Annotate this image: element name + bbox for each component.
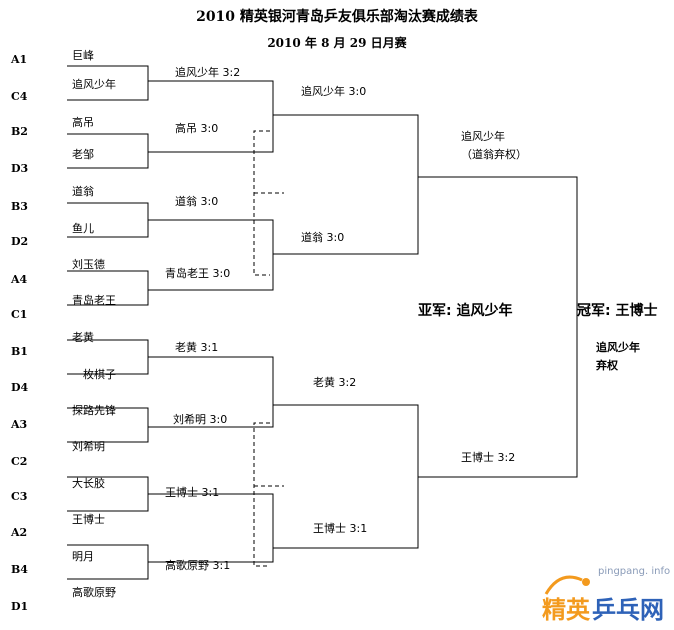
- player-name: 探路先锋: [72, 404, 116, 417]
- page-title: 2010 精英银河青岛乒友俱乐部淘汰赛成绩表: [196, 9, 478, 25]
- player-name: 高吊: [72, 116, 94, 129]
- player-name: 大长胶: [72, 477, 105, 490]
- player-name: 追风少年: [72, 78, 116, 91]
- logo-brand-part1: 精英: [542, 596, 591, 624]
- player-name: 一枚棋子: [72, 368, 116, 381]
- r1-line-4: [67, 270, 149, 306]
- player-name: 高歌原野: [72, 586, 116, 599]
- semifinal-bottom-result: 王博士 3:2: [461, 451, 516, 464]
- player-name: 老邹: [72, 148, 94, 161]
- r2-line-1: [148, 80, 274, 153]
- seed-label: A3: [11, 418, 28, 431]
- seed-label: C1: [11, 308, 28, 321]
- r1-line-6: [67, 407, 149, 443]
- seed-label: C2: [11, 455, 28, 468]
- round2-result: 追风少年 3:0: [301, 85, 367, 98]
- seed-label: C4: [11, 90, 28, 103]
- round1-result: 刘希明 3:0: [173, 413, 228, 426]
- player-name: 道翁: [72, 185, 94, 198]
- player-name: 老黄: [72, 331, 94, 344]
- round2-result: 老黄 3:2: [313, 376, 357, 389]
- round1-result: 高吊 3:0: [175, 122, 219, 135]
- seed-label: B3: [11, 200, 28, 213]
- seed-label: A4: [11, 273, 28, 286]
- r2-line-3: [148, 356, 274, 428]
- seed-label: D4: [11, 381, 29, 394]
- sf-line: [418, 176, 578, 478]
- player-name: 鱼儿: [72, 222, 94, 235]
- seed-label: D2: [11, 235, 29, 248]
- round1-result: 青岛老王 3:0: [165, 267, 231, 280]
- seed-label: B1: [11, 345, 28, 358]
- round1-result: 道翁 3:0: [175, 195, 219, 208]
- logo-ball-icon: [582, 578, 590, 586]
- player-name: 刘玉德: [72, 258, 105, 271]
- r2-line-2: [148, 219, 274, 291]
- page-subtitle: 2010 年 8 月 29 日月赛: [267, 36, 407, 50]
- logo-brand-part2: 乒乓网: [592, 596, 664, 624]
- seed-label: A1: [11, 53, 28, 66]
- round1-result: 高歌原野 3:1: [165, 559, 231, 572]
- player-name: 巨峰: [72, 49, 94, 62]
- final-note-line2: 弃权: [596, 359, 618, 372]
- r1-line-1: [67, 65, 149, 101]
- player-name: 青岛老王: [72, 294, 116, 307]
- seed-label: A2: [11, 526, 28, 539]
- player-name: 刘希明: [72, 440, 105, 453]
- round2-result: 王博士 3:1: [313, 522, 368, 535]
- seed-label: C3: [11, 490, 28, 503]
- player-name: 王博士: [72, 513, 105, 526]
- champion-label: 冠军: 王博士: [577, 303, 658, 319]
- dashed-link-1: [253, 130, 270, 276]
- seed-label: D1: [11, 600, 29, 613]
- runner-up-label: 亚军: 追风少年: [418, 303, 513, 319]
- seed-label: B2: [11, 125, 28, 138]
- final-note-line1: 追风少年: [596, 341, 640, 354]
- site-logo: pingpang. info 精英 乒乓网: [520, 560, 670, 626]
- round1-result: 王博士 3:1: [165, 486, 220, 499]
- r2-line-4: [148, 493, 274, 563]
- dashed-link-2: [253, 422, 270, 567]
- round1-result: 老黄 3:1: [175, 341, 219, 354]
- r1-line-2: [67, 133, 149, 169]
- logo-swoosh-icon: [544, 575, 583, 595]
- semifinal-top-note: （道翁弃权）: [461, 148, 527, 161]
- seed-label: D3: [11, 162, 29, 175]
- player-name: 明月: [72, 550, 94, 563]
- r3-line-1: [273, 114, 419, 255]
- semifinal-top-winner: 追风少年: [461, 130, 505, 143]
- round2-result: 道翁 3:0: [301, 231, 345, 244]
- round1-result: 追风少年 3:2: [175, 66, 241, 79]
- seed-label: B4: [11, 563, 28, 576]
- logo-site-text: pingpang. info: [598, 566, 670, 577]
